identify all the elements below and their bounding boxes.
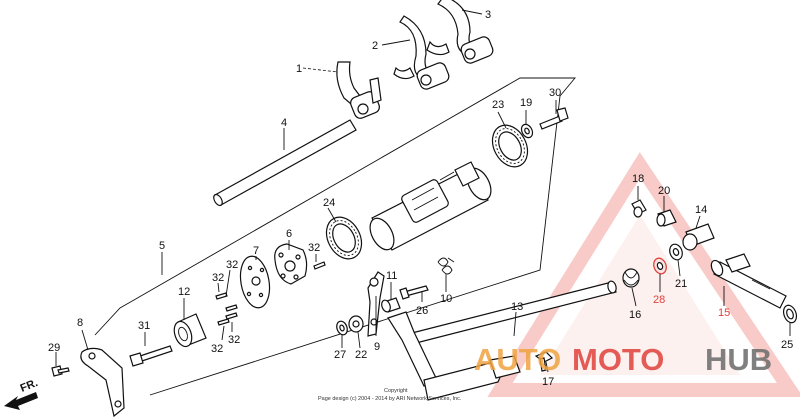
washer-28 (653, 257, 667, 275)
watermark-brand-hub: HUB (705, 342, 772, 377)
shift-fork-shaft (213, 119, 357, 207)
callout-23: 23 (492, 99, 504, 111)
shift-fork-1 (336, 61, 382, 119)
callout-13: 13 (511, 301, 523, 313)
shift-arm-14 (682, 223, 715, 251)
gearshift-spindle-13 (387, 280, 617, 401)
callout-6: 6 (286, 228, 292, 240)
callout-4: 4 (281, 117, 287, 129)
copyright-line-1: Copyright (384, 388, 408, 394)
spring-16 (622, 268, 640, 288)
callout-15: 15 (718, 307, 730, 319)
callout-9: 9 (374, 341, 380, 353)
nut-22 (348, 315, 364, 333)
bearing-24 (325, 216, 363, 260)
front-label: FR. (19, 377, 40, 395)
callout-29: 29 (48, 342, 60, 354)
callout-12: 12 (178, 286, 190, 298)
callout-10: 10 (440, 293, 452, 305)
callout-17: 17 (542, 376, 554, 388)
callout-16: 16 (629, 309, 641, 321)
collar-11 (381, 297, 401, 313)
callout-32-e: 32 (228, 334, 240, 346)
callout-28: 28 (653, 294, 665, 306)
callout-25: 25 (781, 339, 793, 351)
bearing-23 (491, 124, 529, 168)
bolt-17 (534, 351, 554, 372)
watermark-triangle (487, 152, 800, 397)
bolt-31 (129, 345, 173, 367)
callout-24: 24 (323, 197, 335, 209)
watermark-logo: AUTO MOTO HUB (474, 342, 772, 377)
callout-5: 5 (159, 240, 165, 252)
shift-fork-3 (426, 0, 494, 64)
pin-32-a (313, 261, 326, 270)
front-direction-arrow (4, 392, 38, 410)
washer-27 (336, 320, 348, 336)
bolt-29 (51, 365, 70, 377)
pin-32-group (215, 292, 238, 326)
stopper-arm-9 (367, 271, 385, 337)
washer-21 (669, 243, 683, 261)
callout-3: 3 (485, 9, 491, 21)
leader-lines (55, 9, 791, 373)
bracket-8 (80, 347, 125, 418)
callout-32-b: 32 (226, 259, 238, 271)
callout-19: 19 (520, 97, 532, 109)
gearshift-drum (369, 161, 492, 251)
bolt-30 (539, 107, 569, 130)
callout-32-d: 32 (211, 343, 223, 355)
callout-21: 21 (675, 278, 687, 290)
assembly-outline (94, 77, 576, 396)
spindle-15 (710, 253, 787, 309)
callout-32-c: 32 (212, 272, 224, 284)
callout-7: 7 (253, 245, 259, 257)
shift-fork-2 (393, 15, 450, 90)
callout-18: 18 (632, 173, 644, 185)
spring-10 (437, 257, 455, 275)
stopper-plate (239, 255, 271, 309)
callout-1: 1 (296, 63, 302, 75)
washer-19 (520, 123, 534, 139)
callout-2: 2 (372, 40, 378, 52)
watermark-brand-auto: AUTO (474, 342, 561, 377)
pin-18 (631, 199, 647, 218)
callout-32-a: 32 (308, 242, 320, 254)
callout-20: 20 (658, 185, 670, 197)
copyright-line-2: Page design (c) 2004 - 2014 by ARI Netwo… (318, 396, 462, 402)
bolt-26 (399, 285, 429, 300)
callout-27: 27 (334, 349, 346, 361)
callout-22: 22 (355, 349, 367, 361)
callout-30: 30 (549, 87, 561, 99)
callout-14: 14 (695, 204, 707, 216)
callout-labels: 1 2 3 4 5 6 7 8 9 10 11 12 13 14 15 16 1… (48, 9, 793, 388)
watermark-brand-moto: MOTO (572, 342, 664, 377)
drum-center-plate (274, 243, 308, 285)
callout-31: 31 (138, 320, 150, 332)
collar-12 (173, 313, 207, 348)
callout-8: 8 (77, 317, 83, 329)
collar-20 (656, 209, 677, 227)
callout-26: 26 (416, 305, 428, 317)
callout-11: 11 (386, 270, 397, 282)
oil-seal-25 (782, 304, 798, 324)
